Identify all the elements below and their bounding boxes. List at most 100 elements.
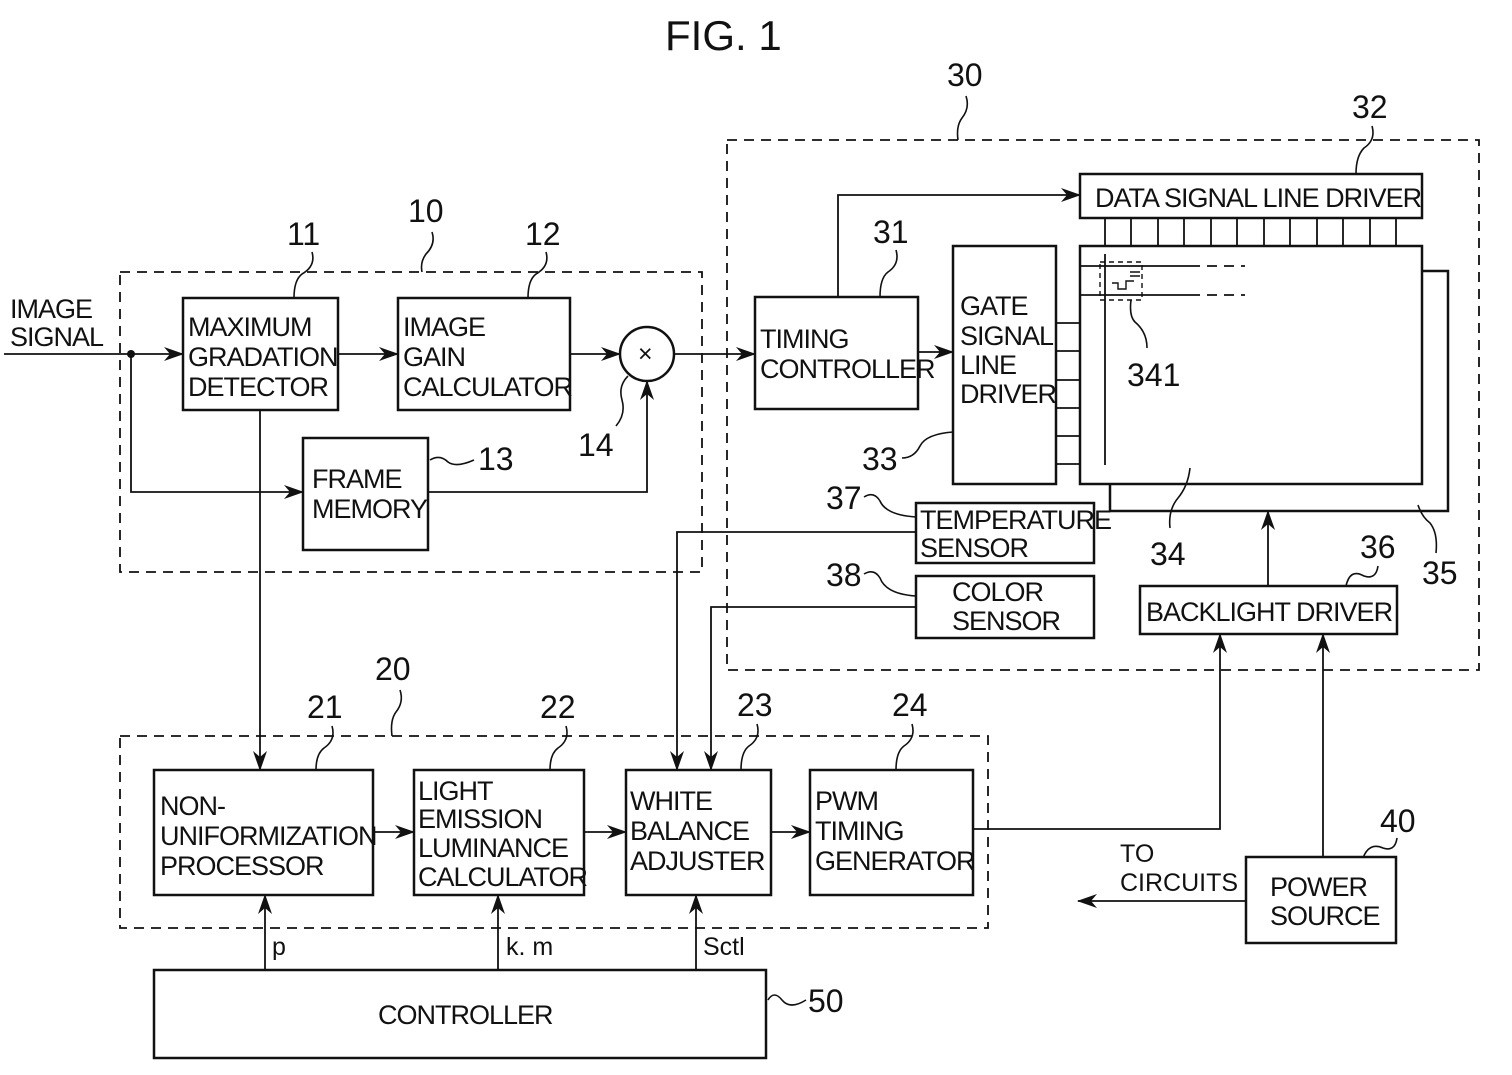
block-36-ref: 36 xyxy=(1360,529,1396,565)
input-label-line1: IMAGE xyxy=(10,294,92,324)
block-21-text-3: PROCESSOR xyxy=(160,851,324,881)
block-23-white-balance-adjuster: WHITE BALANCE ADJUSTER xyxy=(626,770,771,895)
block-50-ref: 50 xyxy=(808,983,844,1019)
block-33-text-3: LINE xyxy=(960,350,1016,380)
block-14-ref: 14 xyxy=(578,427,614,463)
block-33-gate-signal-line-driver: GATE SIGNAL LINE DRIVER xyxy=(953,246,1057,484)
block-13-text-1: FRAME xyxy=(312,464,402,494)
block-13-text-2: MEMORY xyxy=(312,494,428,524)
block-31-leader xyxy=(880,250,897,297)
block-31-text-2: CONTROLLER xyxy=(760,354,935,384)
group-20-leader xyxy=(392,690,402,736)
block-50-text: CONTROLLER xyxy=(378,1000,553,1030)
block-21-leader xyxy=(316,726,333,770)
block-24-pwm-timing-generator: PWM TIMING GENERATOR xyxy=(810,770,975,895)
block-24-text-2: TIMING xyxy=(815,816,904,846)
block-12-leader xyxy=(528,252,547,298)
block-22-text-3: LUMINANCE xyxy=(418,833,568,863)
block-14-multiplier: × xyxy=(620,327,674,381)
block-35-ref: 35 xyxy=(1422,555,1458,591)
block-13-leader xyxy=(430,457,474,464)
block-38-text-1: COLOR xyxy=(952,577,1044,607)
block-22-leader xyxy=(550,726,567,770)
block-40-text-2: SOURCE xyxy=(1270,901,1380,931)
block-22-ref: 22 xyxy=(540,689,576,725)
input-label-line2: SIGNAL xyxy=(10,322,104,352)
block-11-text-2: GRADATION xyxy=(188,342,338,372)
block-12-text-3: CALCULATOR xyxy=(403,372,573,402)
block-11-leader xyxy=(294,252,313,298)
wire-24-to-36 xyxy=(973,634,1220,829)
block-12-text-1: IMAGE xyxy=(403,312,485,342)
block-32-leader xyxy=(1356,126,1373,174)
block-37-leader xyxy=(864,495,916,517)
signal-km-label: k. m xyxy=(506,933,553,961)
block-11-text-3: DETECTOR xyxy=(188,372,329,402)
block-33-text-4: DRIVER xyxy=(960,379,1057,409)
block-40-text-1: POWER xyxy=(1270,872,1368,902)
group-10-ref: 10 xyxy=(408,193,444,229)
block-33-text-2: SIGNAL xyxy=(960,321,1054,351)
block-34-ref: 34 xyxy=(1150,536,1186,572)
block-23-text-1: WHITE xyxy=(630,786,712,816)
block-33-text-1: GATE xyxy=(960,291,1028,321)
block-37-text-2: SENSOR xyxy=(920,533,1029,563)
block-12-ref: 12 xyxy=(525,216,561,252)
block-22-light-emission-luminance-calculator: LIGHT EMISSION LUMINANCE CALCULATOR xyxy=(414,770,588,895)
block-38-color-sensor: COLOR SENSOR xyxy=(916,576,1094,638)
block-11-ref: 11 xyxy=(287,216,320,252)
block-21-ref: 21 xyxy=(307,689,343,725)
block-21-non-uniformization-processor: NON- UNIFORMIZATION PROCESSOR xyxy=(154,770,376,895)
block-50-leader xyxy=(768,995,806,1005)
block-32-ref: 32 xyxy=(1352,89,1388,125)
group-10-leader xyxy=(422,232,434,272)
block-23-text-2: BALANCE xyxy=(630,816,749,846)
block-33-ref: 33 xyxy=(862,441,898,477)
block-23-leader xyxy=(741,724,758,770)
signal-p-label: p xyxy=(272,933,286,961)
block-12-text-2: GAIN xyxy=(403,342,465,372)
block-36-backlight-driver: BACKLIGHT DRIVER xyxy=(1140,586,1397,634)
multiplier-symbol: × xyxy=(638,340,653,368)
block-11-maximum-gradation-detector: MAXIMUM GRADATION DETECTOR xyxy=(183,298,338,410)
block-31-text-1: TIMING xyxy=(760,324,849,354)
block-23-ref: 23 xyxy=(737,687,773,723)
block-36-text: BACKLIGHT DRIVER xyxy=(1146,597,1393,627)
to-circuits-label-1: TO xyxy=(1120,840,1154,868)
block-22-text-1: LIGHT xyxy=(418,776,493,806)
block-37-ref: 37 xyxy=(826,480,862,516)
block-36-leader xyxy=(1346,566,1378,586)
block-50-controller: CONTROLLER xyxy=(154,970,766,1058)
gate-signal-lines xyxy=(1056,323,1080,464)
block-32-data-signal-line-driver: DATA SIGNAL LINE DRIVER xyxy=(1080,174,1422,218)
block-33-leader xyxy=(902,432,953,458)
signal-sctl-label: Sctl xyxy=(703,933,745,961)
block-23-text-3: ADJUSTER xyxy=(630,846,765,876)
block-32-text: DATA SIGNAL LINE DRIVER xyxy=(1095,183,1422,213)
group-30-leader xyxy=(958,96,968,140)
data-signal-lines xyxy=(1105,218,1396,246)
block-37-text-1: TEMPERATURE xyxy=(920,505,1111,535)
block-40-power-source: POWER SOURCE xyxy=(1246,857,1396,943)
group-30-ref: 30 xyxy=(947,57,983,93)
block-40-leader xyxy=(1363,838,1397,858)
block-40-ref: 40 xyxy=(1380,803,1416,839)
block-21-text-2: UNIFORMIZATION xyxy=(160,821,376,851)
block-24-ref: 24 xyxy=(892,687,928,723)
block-37-temperature-sensor: TEMPERATURE SENSOR xyxy=(916,503,1111,563)
block-13-ref: 13 xyxy=(478,441,514,477)
block-24-text-3: GENERATOR xyxy=(815,846,975,876)
block-14-leader xyxy=(616,376,628,426)
to-circuits-label-2: CIRCUITS xyxy=(1120,869,1238,897)
block-38-text-2: SENSOR xyxy=(952,606,1061,636)
block-21-text-1: NON- xyxy=(160,791,225,821)
block-38-ref: 38 xyxy=(826,557,862,593)
block-13-frame-memory: FRAME MEMORY xyxy=(303,438,428,550)
block-31-timing-controller: TIMING CONTROLLER xyxy=(755,297,935,409)
block-31-ref: 31 xyxy=(873,214,909,250)
block-11-text-1: MAXIMUM xyxy=(188,312,312,342)
block-38-leader xyxy=(864,572,916,596)
block-12-image-gain-calculator: IMAGE GAIN CALCULATOR xyxy=(398,298,573,410)
block-24-leader xyxy=(896,724,913,770)
